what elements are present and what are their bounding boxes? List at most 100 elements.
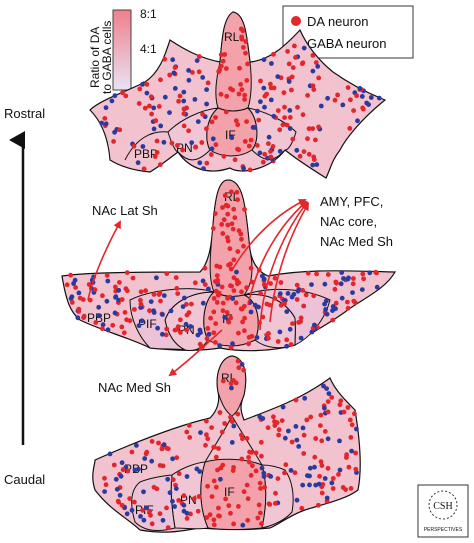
gaba-neuron-dot	[167, 110, 172, 115]
gaba-neuron-dot	[268, 474, 274, 479]
da-neuron-dot	[240, 28, 246, 34]
da-neuron-dot	[64, 282, 70, 288]
da-neuron-dot	[102, 475, 107, 481]
da-neuron-dot	[268, 81, 273, 87]
gaba-neuron-dot	[141, 517, 147, 523]
da-neuron-dot	[268, 154, 274, 160]
da-neuron-dot	[360, 105, 366, 111]
da-neuron-dot	[294, 282, 300, 288]
da-neuron-dot	[130, 275, 136, 281]
da-neuron-dot	[219, 284, 225, 290]
da-neuron-dot	[138, 297, 143, 303]
da-neuron-dot	[242, 315, 248, 321]
gaba-neuron-dot	[162, 94, 168, 100]
gaba-neuron-dot	[160, 517, 166, 523]
gaba-neuron-dot	[339, 270, 345, 275]
gaba-neuron-dot	[277, 148, 283, 154]
da-neuron-dot	[208, 315, 214, 321]
gaba-neuron-dot	[322, 281, 328, 287]
da-neuron-dot	[209, 494, 215, 499]
da-neuron-dot	[181, 111, 187, 117]
gaba-neuron-dot	[284, 309, 290, 314]
da-neuron-dot	[68, 272, 73, 278]
da-neuron-dot	[181, 493, 187, 499]
da-neuron-dot	[211, 309, 217, 315]
gaba-neuron-dot	[181, 508, 187, 514]
da-neuron-dot	[100, 293, 105, 299]
da-neuron-dot	[175, 324, 181, 330]
da-neuron-dot	[317, 473, 322, 479]
da-neuron-dot	[333, 300, 339, 306]
da-neuron-dot	[157, 511, 163, 517]
da-neuron-dot	[220, 300, 226, 306]
middle-if-label: IF	[222, 312, 233, 326]
gaba-neuron-dot	[259, 465, 265, 471]
gaba-neuron-dot	[140, 144, 146, 149]
da-neuron-dot	[213, 142, 219, 148]
da-neuron-dot	[211, 444, 217, 450]
gaba-neuron-dot	[99, 120, 104, 126]
da-neuron-dot	[111, 139, 116, 144]
da-neuron-dot	[199, 140, 205, 145]
gaba-neuron-dot	[269, 61, 274, 66]
da-neuron-dot	[178, 330, 183, 335]
gaba-neuron-dot	[229, 385, 234, 391]
multi-arrow-3	[259, 201, 309, 331]
da-neuron-dot	[325, 409, 331, 415]
da-neuron-dot	[281, 90, 287, 96]
gaba-neuron-dot	[325, 436, 331, 442]
da-neuron-dot	[246, 459, 252, 465]
da-neuron-dot	[142, 105, 148, 111]
gaba-neuron-dot	[182, 295, 187, 301]
da-neuron-dot	[312, 454, 318, 460]
gaba-neuron-dot	[204, 87, 210, 92]
da-neuron-dot	[236, 330, 241, 336]
gaba-neuron-dot	[357, 86, 363, 91]
gaba-neuron-dot	[104, 298, 110, 304]
da-neuron-dot	[143, 451, 149, 457]
da-neuron-dot	[325, 272, 331, 277]
da-neuron-dot	[310, 83, 316, 89]
caudal-section: RL IF PBP PIF PN	[92, 355, 361, 533]
da-neuron-dot	[246, 341, 252, 347]
da-neuron-dot	[244, 78, 250, 83]
gaba-neuron-dot	[239, 361, 245, 367]
da-neuron-dot	[246, 455, 252, 460]
da-neuron-dot	[113, 284, 118, 290]
da-neuron-dot	[361, 276, 366, 282]
da-neuron-dot	[233, 118, 239, 124]
gaba-neuron-dot	[161, 139, 167, 145]
gaba-neuron-dot	[222, 315, 228, 320]
gaba-neuron-dot	[349, 448, 354, 454]
middle-neuron-dots	[64, 189, 380, 351]
gaba-neuron-dot	[197, 327, 203, 333]
gaba-neuron-dot	[337, 467, 343, 473]
da-neuron-dot	[117, 127, 123, 133]
rostral-rl-label: RL	[224, 30, 240, 44]
da-neuron-dot	[248, 137, 254, 143]
gaba-neuron-dot	[310, 162, 316, 168]
da-neuron-dot	[258, 291, 263, 297]
da-neuron-dot	[202, 282, 208, 287]
gaba-neuron-dot	[184, 474, 190, 479]
da-neuron-dot	[260, 159, 266, 165]
da-neuron-dot	[244, 119, 250, 124]
da-neuron-dot	[318, 459, 324, 465]
da-neuron-dot	[266, 331, 271, 336]
da-neuron-dot	[158, 298, 163, 304]
csh-perspectives-logo: CSH PERSPECTIVES	[417, 484, 469, 538]
da-neuron-dot	[73, 285, 78, 290]
da-neuron-dot	[293, 397, 299, 403]
da-neuron-dot	[223, 496, 229, 502]
gaba-neuron-dot	[359, 287, 365, 292]
da-neuron-dot	[235, 358, 241, 364]
rostral-pbp-label: PBP	[134, 147, 158, 161]
da-neuron-dot	[299, 505, 305, 511]
gaba-neuron-dot	[158, 123, 164, 129]
da-neuron-dot	[223, 66, 229, 71]
gaba-neuron-dot	[323, 298, 329, 304]
da-neuron-dot	[174, 286, 180, 291]
gaba-neuron-dot	[261, 276, 267, 282]
da-neuron-dot	[314, 271, 319, 277]
gaba-neuron-dot	[231, 423, 237, 429]
